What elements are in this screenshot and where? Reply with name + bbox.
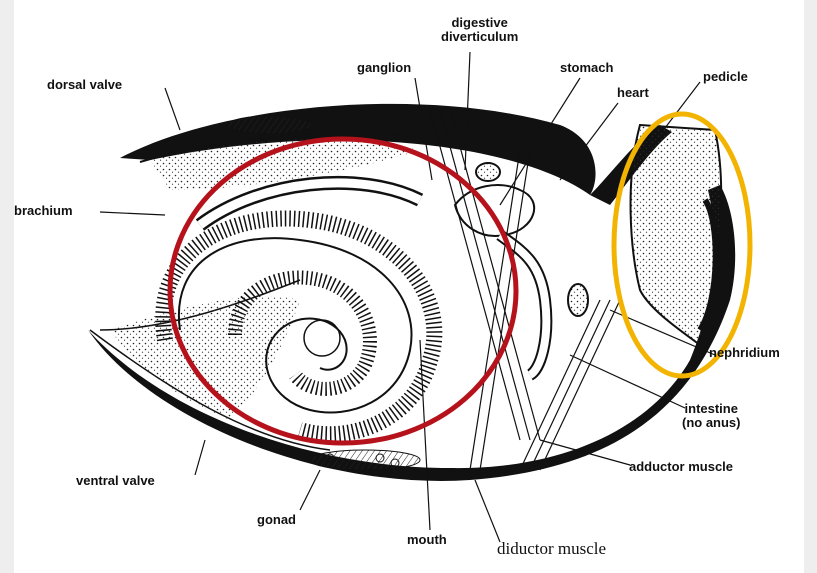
label-ganglion: ganglion (357, 61, 411, 75)
label-adductor-muscle: adductor muscle (629, 460, 733, 474)
label-heart: heart (617, 86, 649, 100)
label-gonad: gonad (257, 513, 296, 527)
diagram-canvas: digestive diverticulum ganglion stomach … (14, 0, 804, 573)
label-dorsal-valve: dorsal valve (47, 78, 122, 92)
label-stomach: stomach (560, 61, 613, 75)
label-ventral-valve: ventral valve (76, 474, 155, 488)
label-no-anus-line: (no anus) (682, 416, 741, 430)
pedicle-structure (631, 125, 722, 345)
label-nephridium: nephridium (709, 346, 780, 360)
ventral-mantle-stipple (110, 296, 300, 420)
label-intestine: intestine (no anus) (682, 402, 741, 430)
label-brachium: brachium (14, 204, 73, 218)
label-diverticulum-line: diverticulum (441, 30, 518, 44)
label-digestive-line: digestive (441, 16, 518, 30)
label-pedicle: pedicle (703, 70, 748, 84)
label-diductor-muscle: diductor muscle (497, 542, 606, 556)
label-intestine-line: intestine (682, 402, 741, 416)
label-mouth: mouth (407, 533, 447, 547)
label-digestive-diverticulum: digestive diverticulum (441, 16, 518, 44)
